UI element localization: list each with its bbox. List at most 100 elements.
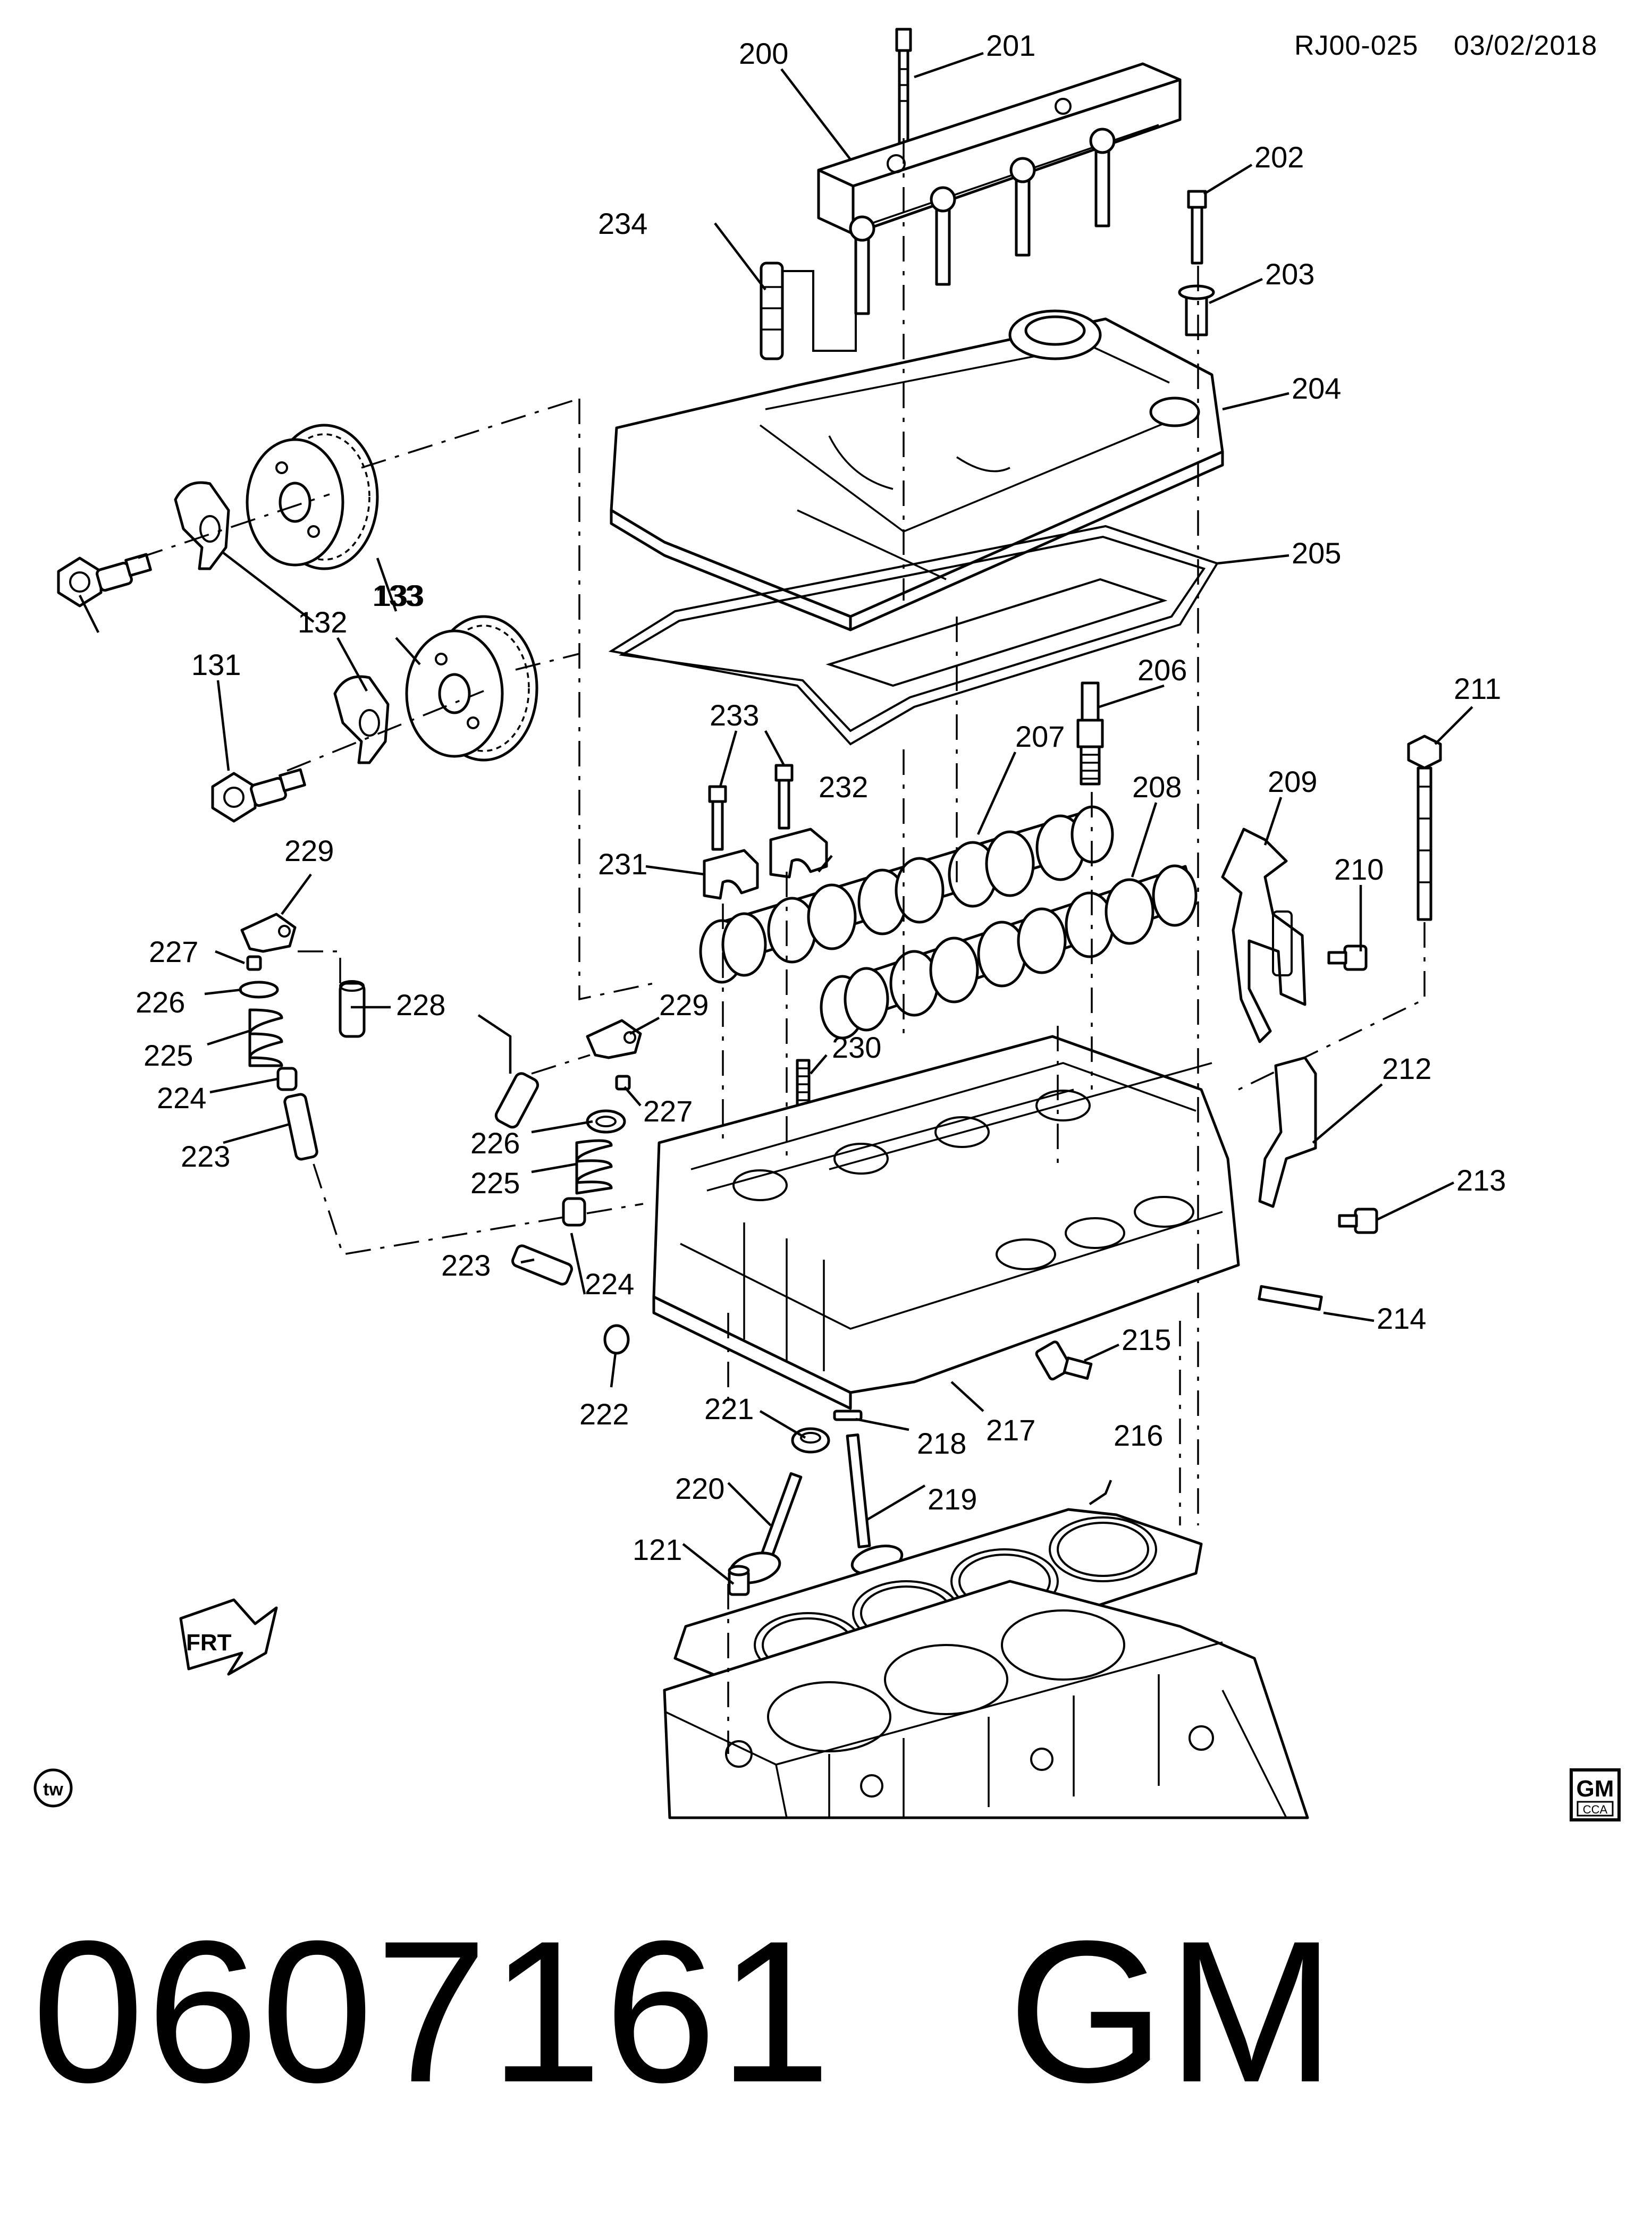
- callout-131-b: 131: [191, 648, 241, 681]
- valve-spring-upper: [248, 1008, 283, 1067]
- catalog-part-number: 0607161: [32, 1899, 833, 2124]
- callout-206: 206: [1137, 653, 1187, 687]
- catalog-brand: GM: [1008, 1899, 1338, 2124]
- cover-spacer: [1178, 284, 1215, 336]
- bearing-cap-right: [769, 828, 828, 879]
- expansion-plug: [603, 1324, 630, 1355]
- bearing-cap-left: [703, 849, 759, 900]
- valve-retainer-lower: [586, 1109, 626, 1134]
- callout-213: 213: [1456, 1163, 1506, 1197]
- callout-229-b: 229: [659, 988, 709, 1022]
- drawing-date: 03/02/2018: [1454, 30, 1597, 61]
- engine-block: [663, 1580, 1309, 1819]
- callout-132: 132: [298, 605, 347, 639]
- callout-226: 226: [136, 985, 185, 1019]
- valve-keeper-upper: [246, 955, 262, 971]
- lash-adjuster-upper: [298, 950, 366, 1038]
- lash-adjuster-lower: [494, 1054, 591, 1129]
- camshaft-actuator-upper: [246, 424, 379, 570]
- callout-220: 220: [675, 1472, 724, 1505]
- valve-seal-upper: [276, 1067, 298, 1091]
- callout-215: 215: [1122, 1323, 1171, 1356]
- coil-connector: [760, 261, 857, 360]
- callout-225: 225: [144, 1039, 193, 1072]
- callout-208: 208: [1132, 770, 1182, 804]
- callout-133: 133: [375, 579, 424, 612]
- callout-212: 212: [1382, 1052, 1431, 1085]
- callout-224: 224: [157, 1081, 206, 1115]
- callout-219: 219: [928, 1482, 977, 1516]
- callout-202: 202: [1254, 140, 1304, 174]
- callout-214: 214: [1377, 1302, 1426, 1335]
- valve-keeper-218: [833, 1410, 863, 1421]
- valve-guide-lower: [511, 1244, 573, 1286]
- valve-guide-upper: [283, 1093, 318, 1161]
- valve-seal-lower: [562, 1197, 586, 1227]
- cap-bolt-right: [774, 764, 794, 830]
- callout-227-b: 227: [643, 1094, 693, 1128]
- ignition-coil-rail: [817, 62, 1182, 315]
- gm-logo-text: GM: [1577, 1776, 1614, 1802]
- callout-224-b: 224: [585, 1267, 634, 1301]
- callout-223-b: 223: [441, 1249, 491, 1282]
- callout-218: 218: [917, 1427, 966, 1460]
- callout-231: 231: [598, 847, 647, 881]
- intake-valve: [728, 1472, 803, 1584]
- actuator-valve-lower: [333, 675, 390, 764]
- spark-plug: [1076, 681, 1104, 786]
- cylinder-head: [652, 1035, 1240, 1410]
- intake-camshaft: [699, 805, 1114, 984]
- callout-230: 230: [832, 1031, 881, 1064]
- camshaft-actuator-lower: [405, 615, 538, 762]
- callout-209: 209: [1268, 765, 1317, 798]
- bracket-bolt-213: [1338, 1208, 1378, 1234]
- drawing-id: RJ00-025: [1294, 30, 1418, 61]
- callout-228: 228: [396, 988, 445, 1022]
- actuator-bolt-upper: [57, 553, 152, 608]
- gm-logo-subtext: CCA: [1583, 1803, 1608, 1816]
- callout-233: 233: [710, 698, 759, 732]
- callout-132-b: 132: [298, 605, 347, 639]
- callout-203: 203: [1265, 257, 1314, 291]
- callout-211: 211: [1454, 672, 1501, 705]
- leader-lines: [78, 52, 1473, 1585]
- callout-232: 232: [819, 770, 868, 804]
- tw-logo: tw: [33, 1768, 73, 1808]
- exhaust-camshaft: [820, 864, 1198, 1040]
- callout-labels: 200 201 202 203 204 205 206 207 208 209 …: [136, 29, 1506, 1566]
- cover-gasket: [608, 525, 1219, 746]
- camshaft-cover: [610, 309, 1224, 631]
- callout-207: 207: [1015, 720, 1065, 753]
- callout-131: 131: [191, 648, 241, 681]
- callout-234: 234: [598, 207, 647, 240]
- ignition-coil-bolt: [895, 28, 912, 164]
- callout-225-b: 225: [470, 1166, 520, 1200]
- callout-201: 201: [986, 29, 1035, 62]
- valve-retainer-upper: [239, 981, 279, 999]
- callout-205: 205: [1292, 536, 1341, 570]
- valve-spring-lower: [575, 1139, 613, 1195]
- rocker-arm-lower: [586, 1019, 642, 1059]
- cylinder-head-bolt: [1407, 735, 1442, 921]
- callout-204: 204: [1292, 372, 1341, 405]
- actuator-bolt-lower: [211, 768, 306, 823]
- callout-210: 210: [1334, 853, 1384, 886]
- valve-keeper-lower: [615, 1075, 631, 1091]
- cover-bolt: [1187, 190, 1207, 265]
- actuator-valve-upper: [174, 481, 230, 570]
- tw-logo-text: tw: [43, 1779, 63, 1800]
- rocker-arm-upper: [240, 913, 297, 953]
- callout-221: 221: [704, 1392, 754, 1425]
- callout-227: 227: [149, 935, 198, 968]
- temperature-sensor: [1035, 1340, 1093, 1381]
- callout-229: 229: [284, 834, 334, 867]
- exhaust-valve: [846, 1433, 904, 1575]
- callout-226-b: 226: [470, 1126, 520, 1160]
- callout-216: 216: [1114, 1419, 1163, 1452]
- cap-bolt-left: [708, 785, 727, 851]
- front-indicator-label: FRT: [186, 1630, 232, 1656]
- wiring-bracket: [1221, 828, 1307, 1043]
- front-arrow-icon: FRT: [179, 1598, 278, 1676]
- callout-222: 222: [579, 1397, 629, 1431]
- catalog-number: 0607161 GM: [32, 1911, 1337, 2113]
